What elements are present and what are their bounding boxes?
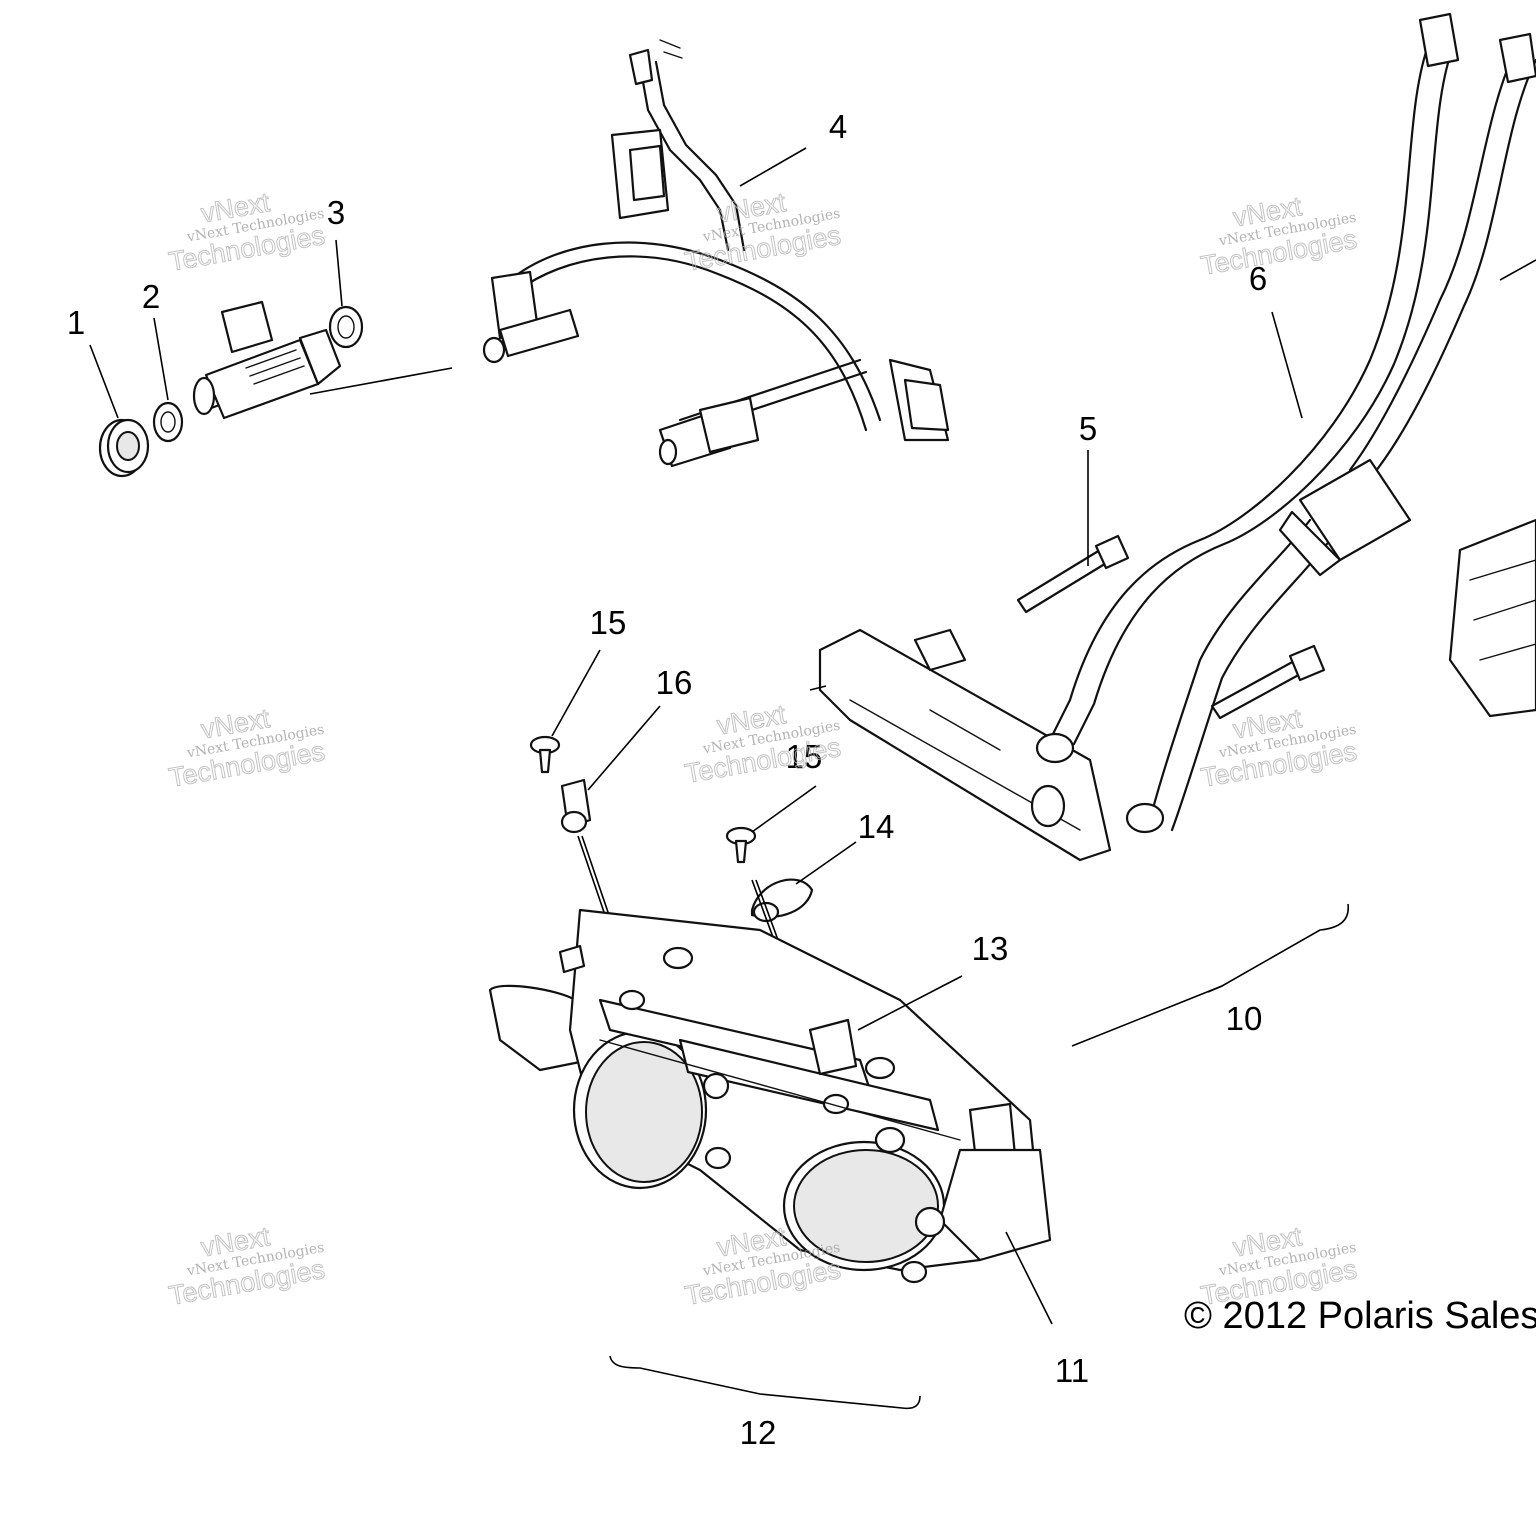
part-6-fuel-hoses xyxy=(1048,12,1536,832)
callout-1: 1 xyxy=(67,304,85,341)
callout-11: 11 xyxy=(1055,1352,1089,1389)
part-4-fuel-rail-harness xyxy=(482,39,950,468)
copyright-text: © 2012 Polaris Sales xyxy=(1184,1295,1536,1337)
right-side-component xyxy=(1448,518,1536,718)
callout-15a: 15 xyxy=(590,604,627,641)
callout-5: 5 xyxy=(1079,410,1097,447)
callout-10: 10 xyxy=(1226,1000,1263,1037)
callout-14: 14 xyxy=(858,808,895,845)
callout-6: 6 xyxy=(1249,260,1267,297)
watermark-mid-right: vNext vNext Technologies Technologies xyxy=(1198,703,1359,794)
watermark-top-center: vNext vNext Technologies Technologies xyxy=(682,187,843,278)
callout-13: 13 xyxy=(972,930,1009,967)
callout-labels: 1 2 3 4 5 6 15 16 15 14 13 10 11 12 xyxy=(67,108,1267,1451)
callout-4: 4 xyxy=(829,108,847,145)
part-2-o-ring xyxy=(152,401,184,443)
leader-lines xyxy=(89,147,1536,1410)
fuel-rail xyxy=(818,628,1165,862)
part-1-seal xyxy=(98,418,150,478)
callout-3: 3 xyxy=(327,194,345,231)
part-3-o-ring xyxy=(328,305,364,349)
callout-2: 2 xyxy=(142,278,160,315)
part-5-bolts xyxy=(1016,534,1326,720)
watermark-bottom-left: vNext vNext Technologies Technologies xyxy=(166,1221,327,1312)
throttle-body-assembly xyxy=(488,908,1052,1284)
watermark-top-right: vNext vNext Technologies Technologies xyxy=(1198,191,1359,282)
callout-12: 12 xyxy=(740,1414,777,1451)
watermark-top-left: vNext vNext Technologies Technologies xyxy=(166,187,327,278)
callout-16: 16 xyxy=(656,664,693,701)
fuel-injector-left xyxy=(192,300,342,420)
watermark-mid-left: vNext vNext Technologies Technologies xyxy=(166,703,327,794)
callout-15b: 15 xyxy=(786,738,823,775)
